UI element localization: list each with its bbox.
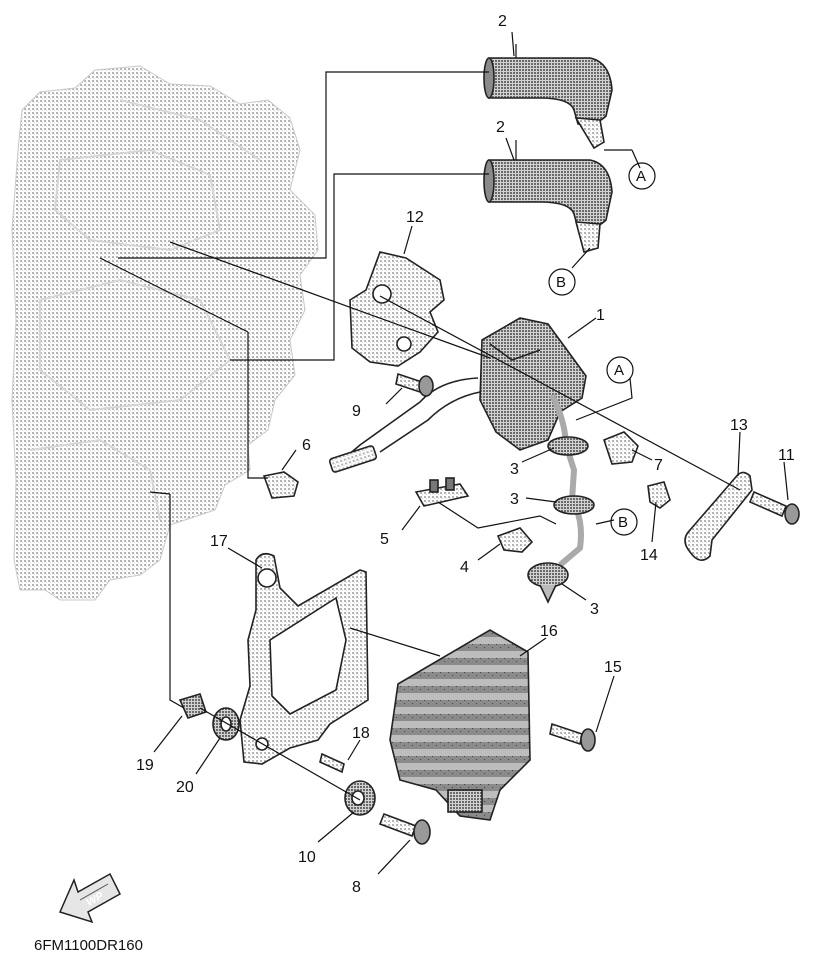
callout-5: 5 — [380, 531, 389, 548]
collar-19 — [178, 693, 208, 719]
bracket-9 — [349, 251, 445, 367]
callout-6: 7 — [654, 457, 663, 474]
bracket-10 — [684, 471, 753, 561]
leader-lines — [99, 44, 741, 801]
bolt-12 — [395, 372, 434, 397]
rectifier-regulator — [389, 629, 531, 821]
callout-4: 4 — [460, 559, 469, 576]
collar-17 — [344, 780, 376, 816]
callout-14: 15 — [604, 659, 622, 676]
callout-lines — [153, 31, 789, 875]
callout-10: 13 — [730, 417, 748, 434]
callout-3-top: 3 — [510, 461, 519, 478]
connector-a-top: A — [636, 168, 646, 185]
connector-b-coil: B — [618, 514, 628, 531]
bolt-8 — [748, 490, 800, 525]
connector-b-top: B — [556, 274, 566, 291]
spark-plug-cap-upper — [483, 57, 613, 150]
mounting-plate — [239, 552, 369, 765]
ignition-coil — [328, 317, 587, 568]
clip-6 — [603, 431, 639, 465]
connector-markers: A B A B — [548, 162, 656, 536]
callout-18: 20 — [176, 779, 194, 796]
callout-3-mid: 3 — [510, 491, 519, 508]
connector-a-coil: A — [614, 362, 624, 379]
clip-11 — [647, 481, 671, 509]
callout-2-upper: 2 — [498, 13, 507, 30]
callout-3-bottom: 3 — [590, 601, 599, 618]
callout-13: 16 — [540, 623, 558, 640]
clamp-5 — [414, 477, 470, 507]
callout-19: 19 — [136, 757, 154, 774]
callout-11: 14 — [640, 547, 658, 564]
clamp-7 — [262, 471, 299, 499]
grommet-18 — [212, 707, 240, 741]
callout-17: 10 — [298, 849, 316, 866]
callout-20: 8 — [352, 879, 361, 896]
forward-arrow-icon: WP — [58, 872, 121, 924]
spark-plug-cap-lower — [483, 159, 613, 253]
callout-9: 12 — [406, 209, 424, 226]
bolt-14 — [549, 722, 596, 752]
engine-block — [11, 65, 319, 601]
callout-labels: 2 2 12 1 9 6 3 3 3 7 5 4 13 11 14 17 16 … — [136, 13, 795, 896]
bolt-16 — [319, 752, 345, 774]
callout-1: 1 — [596, 307, 605, 324]
callout-15: 17 — [210, 533, 228, 550]
callout-7: 6 — [302, 437, 311, 454]
callout-8: 11 — [778, 447, 795, 464]
callout-2-lower: 2 — [496, 119, 505, 136]
callout-16: 18 — [352, 725, 370, 742]
bolt-20 — [378, 812, 431, 845]
grommets — [527, 436, 595, 604]
clip-4 — [496, 527, 534, 553]
figure-code: 6FM1100DR160 — [34, 937, 143, 954]
callout-12: 9 — [352, 403, 361, 420]
